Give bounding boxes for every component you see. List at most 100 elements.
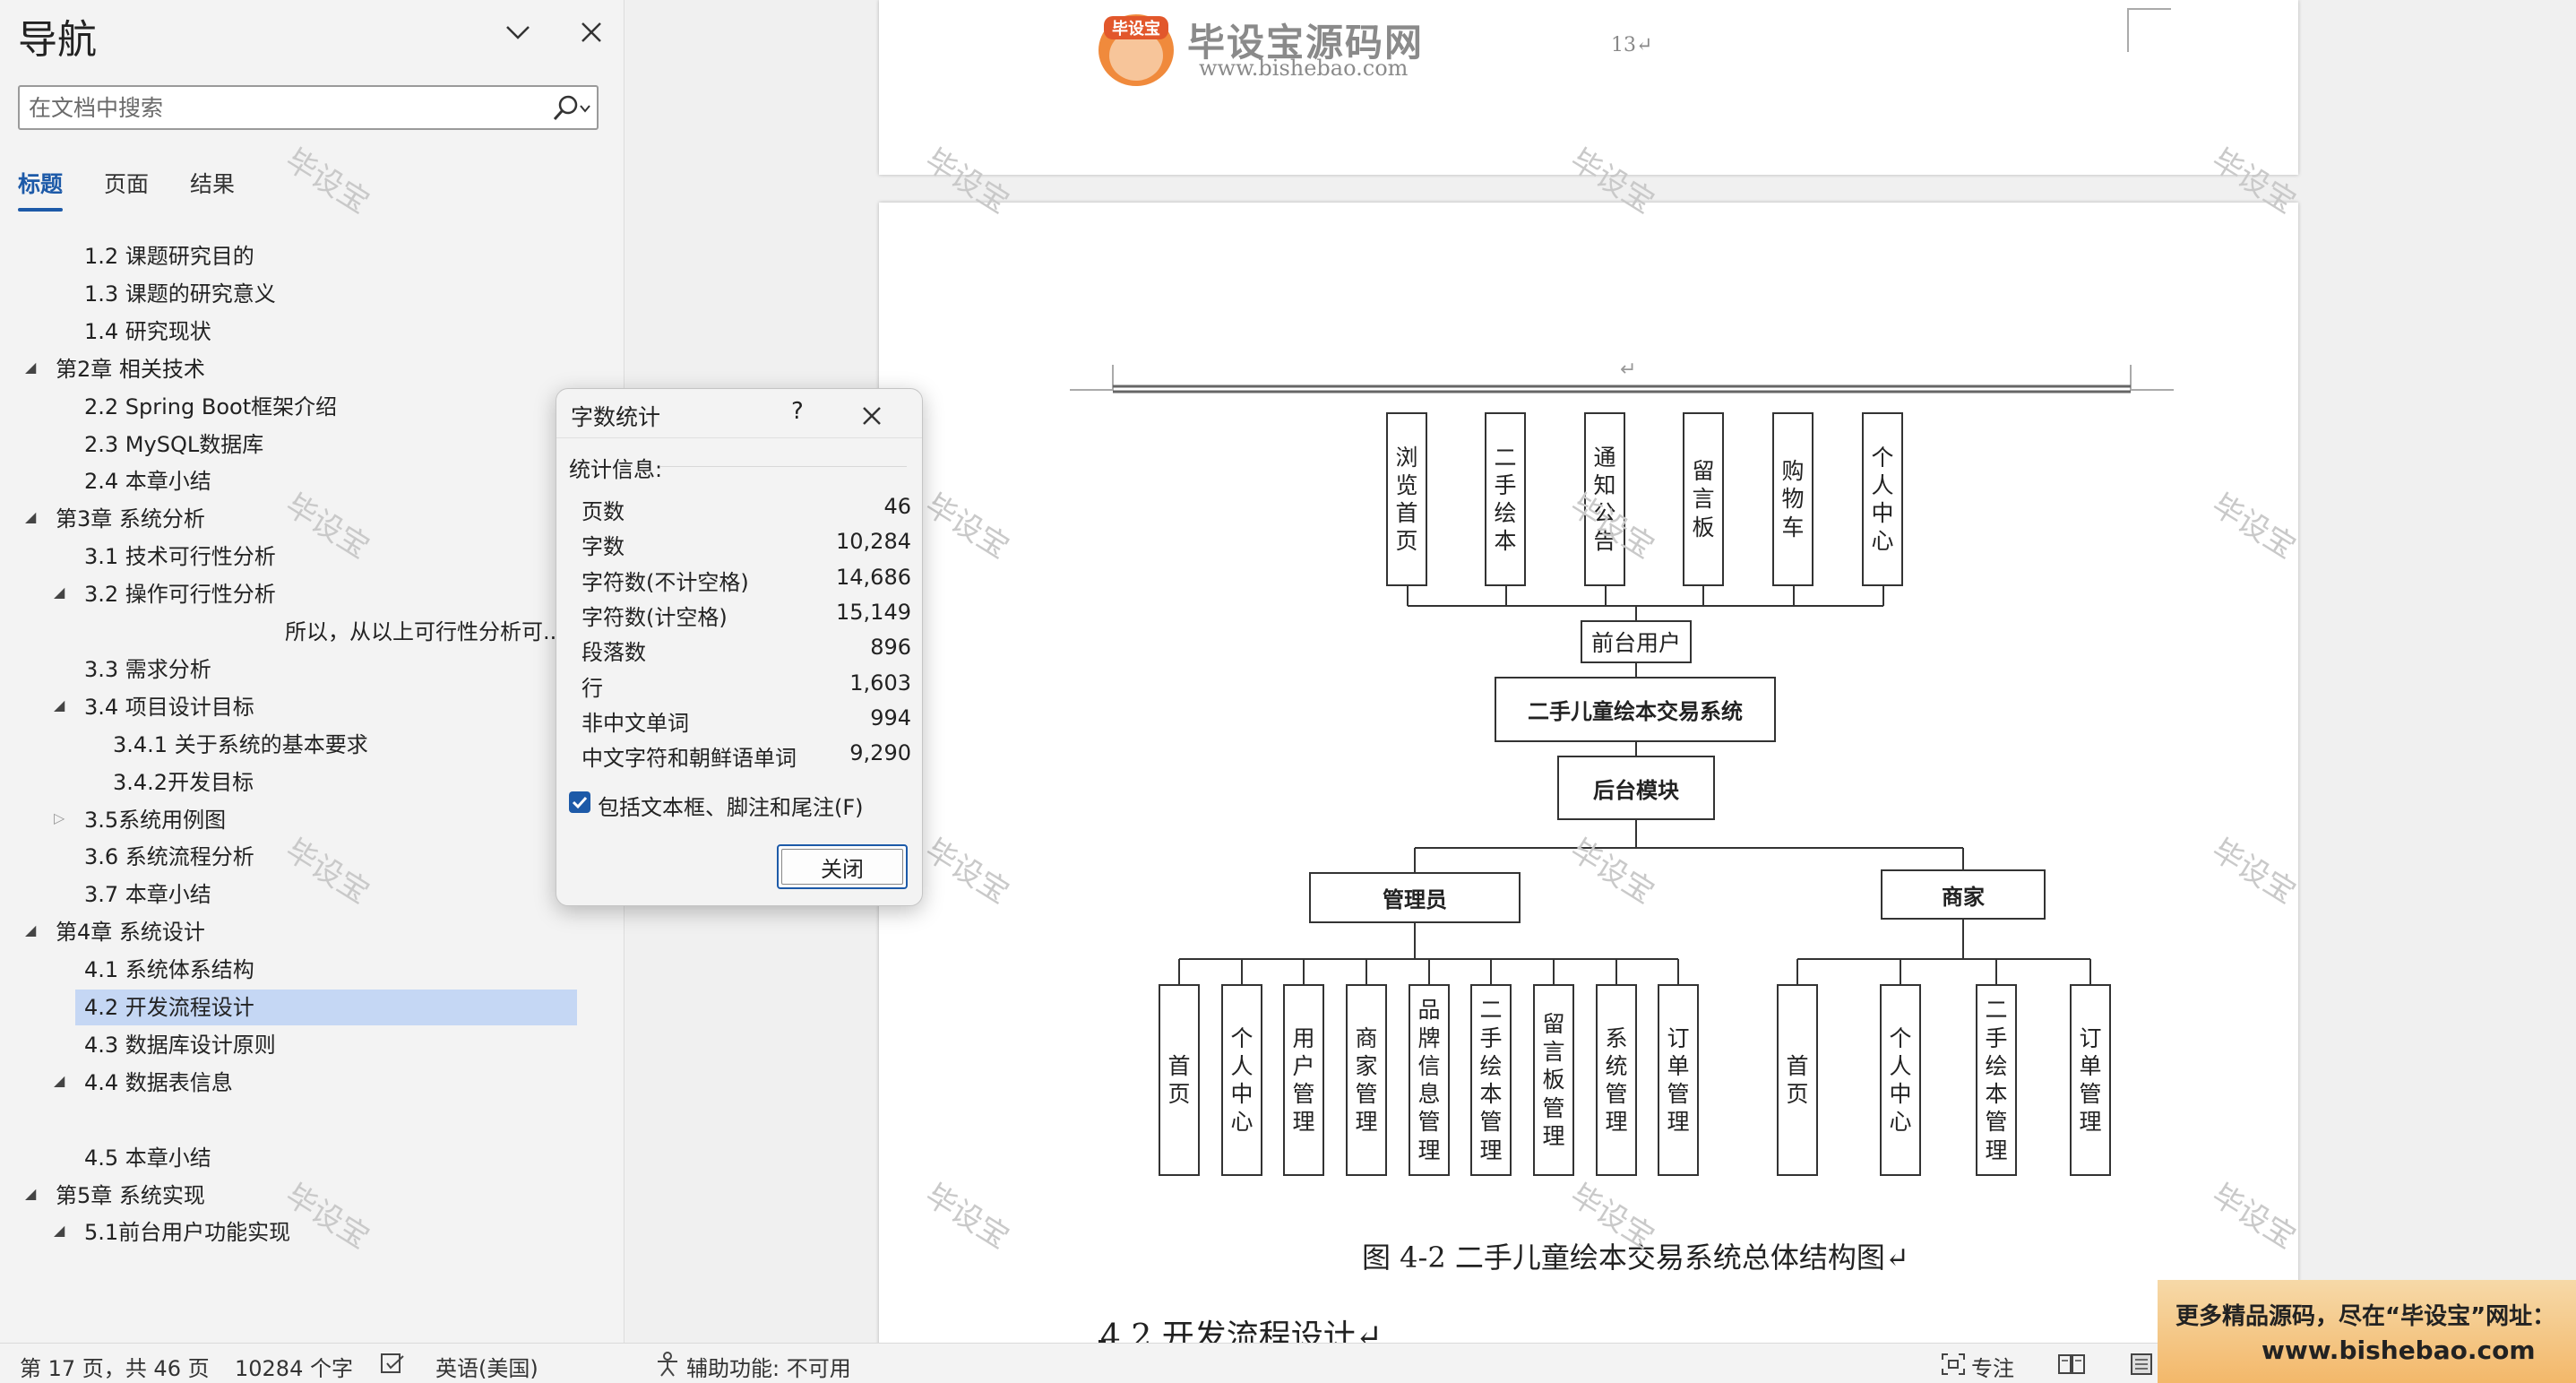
outline-heading-item[interactable]: 2.4 本章小结 — [84, 469, 211, 495]
logo-text: 毕设宝源码网 — [1187, 21, 1425, 65]
page-count-status[interactable]: 第 17 页，共 46 页 — [20, 1356, 210, 1381]
expand-triangle-icon[interactable]: ▷ — [54, 808, 65, 826]
search-box[interactable] — [18, 85, 599, 130]
ad-banner[interactable]: 更多精品源码，尽在“毕设宝”网址： www.bishebao.com — [2158, 1280, 2576, 1383]
collapse-triangle-icon[interactable]: ◢ — [25, 921, 37, 939]
search-icon[interactable] — [550, 92, 593, 125]
outline-heading-item[interactable]: 第3章 系统分析 — [56, 506, 205, 532]
stat-value: 994 — [870, 704, 911, 730]
page-number: 13↵ — [1611, 34, 1653, 56]
outline-heading-item[interactable]: 第2章 相关技术 — [56, 356, 205, 382]
stat-value: 10,284 — [836, 529, 911, 555]
outline-heading-item[interactable]: 2.3 MySQL数据库 — [84, 431, 264, 457]
outline-heading-item[interactable]: 1.3 课题的研究意义 — [84, 281, 276, 307]
tab-pages[interactable]: 页面 — [104, 171, 150, 197]
outline-heading-item[interactable]: 所以，从以上可行性分析可... — [285, 619, 564, 644]
outline-heading-item[interactable]: 4.3 数据库设计原则 — [84, 1032, 276, 1058]
front-user-box: 前台用户 — [1581, 620, 1692, 663]
stat-value: 9,290 — [849, 740, 911, 766]
collapse-triangle-icon[interactable]: ◢ — [25, 508, 37, 526]
outline-heading-item[interactable]: 3.4 项目设计目标 — [84, 694, 254, 720]
outline-heading-item[interactable]: 1.2 课题研究目的 — [84, 244, 254, 269]
search-input[interactable] — [29, 91, 530, 125]
nav-title: 导航 — [18, 17, 97, 63]
outline-heading-item[interactable]: 3.2 操作可行性分析 — [84, 582, 276, 608]
read-mode-icon[interactable] — [2057, 1353, 2086, 1376]
status-bar: 第 17 页，共 46 页 10284 个字 英语(美国) 辅助功能: 不可用 … — [0, 1343, 2576, 1383]
module-box: 个人中心 — [1221, 984, 1262, 1176]
outline-heading-item[interactable]: 4.1 系统体系结构 — [84, 957, 254, 983]
close-icon[interactable] — [575, 16, 607, 48]
outline-heading-item[interactable]: 第4章 系统设计 — [56, 920, 205, 946]
close-icon[interactable] — [856, 400, 888, 432]
outline-heading-item[interactable]: 3.4.2开发目标 — [113, 769, 254, 795]
module-box: 首页 — [1777, 984, 1818, 1176]
word-count-status[interactable]: 10284 个字 — [235, 1356, 353, 1381]
stat-label: 字符数(计空格) — [582, 604, 728, 630]
module-box: 通知公告 — [1584, 412, 1625, 586]
module-box: 二手绘本 — [1485, 412, 1526, 586]
collapse-triangle-icon[interactable]: ◢ — [54, 696, 65, 713]
outline-heading-item[interactable]: 3.5系统用例图 — [84, 807, 227, 833]
outline-heading-item[interactable]: 3.3 需求分析 — [84, 656, 211, 682]
stat-row: 非中文单词 994 — [582, 704, 911, 738]
module-box: 购物车 — [1772, 412, 1814, 586]
outline-heading-item[interactable]: 5.1前台用户功能实现 — [84, 1220, 291, 1246]
collapse-triangle-icon[interactable]: ◢ — [54, 1071, 65, 1089]
accessibility-status[interactable]: 辅助功能: 不可用 — [686, 1356, 851, 1381]
module-box: 浏览首页 — [1386, 412, 1427, 586]
collapse-triangle-icon[interactable]: ◢ — [54, 583, 65, 601]
language-status[interactable]: 英语(美国) — [435, 1356, 538, 1381]
stat-row: 字符数(不计空格)14,686 — [582, 563, 911, 597]
module-box: 订单管理 — [2070, 984, 2111, 1176]
outline-heading-item[interactable]: 4.4 数据表信息 — [84, 1069, 233, 1095]
module-box: 商家管理 — [1346, 984, 1387, 1176]
focus-mode-label[interactable]: 专注 — [1971, 1356, 2014, 1381]
include-checkbox[interactable] — [569, 791, 590, 813]
module-box: 留言板管理 — [1533, 984, 1574, 1176]
module-box: 订单管理 — [1658, 984, 1699, 1176]
outline-heading-item[interactable]: 3.1 技术可行性分析 — [84, 544, 276, 570]
outline-heading-item[interactable]: 4.2 开发流程设计 — [84, 995, 254, 1020]
module-box: 用户管理 — [1283, 984, 1324, 1176]
outline-heading-item[interactable]: 3.7 本章小结 — [84, 882, 211, 908]
outline-heading-item[interactable]: 4.5 本章小结 — [84, 1145, 211, 1171]
stat-row: 段落数 896 — [582, 633, 911, 667]
outline-heading-item[interactable]: 1.4 研究现状 — [84, 318, 211, 344]
active-tab-indicator — [18, 208, 63, 212]
tab-headings[interactable]: 标题 — [18, 171, 64, 197]
admin-box: 管理员 — [1309, 872, 1521, 923]
stat-row: 中文字符和朝鲜语单词 9,290 — [582, 739, 911, 773]
stat-value: 896 — [870, 635, 911, 661]
outline-heading-item[interactable]: 3.6 系统流程分析 — [84, 844, 254, 870]
outline-heading-item[interactable]: 第5章 系统实现 — [56, 1182, 205, 1208]
tab-results[interactable]: 结果 — [190, 171, 236, 197]
stat-label: 段落数 — [582, 640, 646, 666]
stat-value: 14,686 — [836, 564, 911, 590]
module-box: 品牌信息管理 — [1409, 984, 1450, 1176]
stat-label: 非中文单词 — [582, 710, 689, 736]
outline-heading-item[interactable]: 2.2 Spring Boot框架介绍 — [84, 393, 338, 419]
collapse-triangle-icon[interactable]: ◢ — [25, 1184, 37, 1202]
print-layout-icon[interactable] — [2129, 1353, 2154, 1376]
chevron-down-icon[interactable] — [502, 16, 534, 48]
include-checkbox-label[interactable]: 包括文本框、脚注和尾注(F) — [598, 795, 864, 820]
focus-icon[interactable] — [1941, 1353, 1966, 1376]
logo-badge-text: 毕设宝 — [1112, 19, 1160, 39]
module-box: 个人中心 — [1862, 412, 1903, 586]
module-box: 二手绘本管理 — [1470, 984, 1512, 1176]
stat-label: 中文字符和朝鲜语单词 — [582, 746, 797, 772]
proofing-icon[interactable] — [380, 1353, 407, 1376]
collapse-triangle-icon[interactable]: ◢ — [25, 358, 37, 376]
stat-label: 页数 — [582, 499, 625, 524]
stat-value: 46 — [883, 494, 911, 519]
accessibility-icon[interactable] — [654, 1352, 681, 1377]
collapse-triangle-icon[interactable]: ◢ — [54, 1222, 65, 1240]
outline-heading-item[interactable]: 3.4.1 关于系统的基本要求 — [113, 731, 368, 757]
close-button[interactable]: 关闭 — [777, 844, 908, 889]
stats-heading: 统计信息: — [569, 457, 663, 482]
module-box: 系统管理 — [1596, 984, 1637, 1176]
help-button[interactable]: ? — [791, 398, 804, 425]
